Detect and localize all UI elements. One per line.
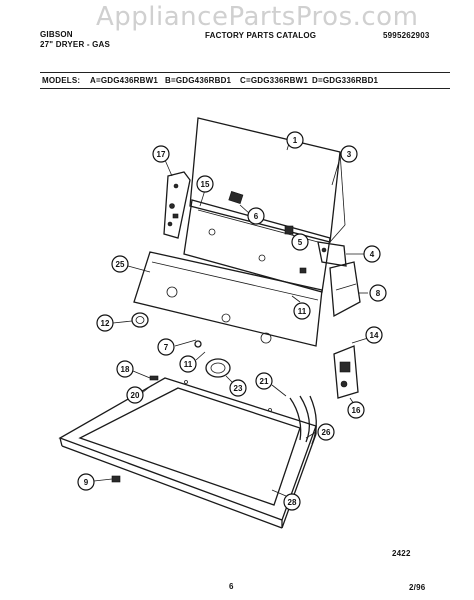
- svg-text:1: 1: [293, 136, 298, 145]
- model-c: C=GDG336RBW1: [240, 76, 308, 85]
- svg-text:8: 8: [376, 289, 381, 298]
- model-a: A=GDG436RBW1: [90, 76, 158, 85]
- callout-11-upper: 11: [293, 302, 311, 320]
- models-bottom-rule: [40, 88, 450, 89]
- screw-part: [93, 475, 121, 483]
- timer-part: [317, 241, 364, 267]
- svg-text:23: 23: [234, 384, 243, 393]
- svg-text:28: 28: [288, 498, 297, 507]
- svg-text:7: 7: [164, 343, 169, 352]
- svg-text:6: 6: [254, 212, 259, 221]
- svg-text:4: 4: [370, 250, 375, 259]
- callout-3: 3: [340, 145, 358, 163]
- callout-11-lower: 11: [179, 355, 197, 373]
- document-number: 5995262903: [383, 31, 430, 40]
- model-b: B=GDG436RBD1: [165, 76, 232, 85]
- callout-20: 20: [126, 386, 144, 404]
- svg-text:3: 3: [347, 150, 352, 159]
- svg-text:14: 14: [370, 331, 379, 340]
- knob-part: [112, 312, 149, 328]
- models-label: MODELS:: [42, 76, 81, 85]
- callout-9: 9: [77, 473, 95, 491]
- gas-valve-part: [333, 337, 369, 405]
- callout-26: 26: [317, 423, 335, 441]
- callout-7: 7: [157, 338, 175, 356]
- callout-14: 14: [365, 326, 383, 344]
- figure-number: 2422: [392, 549, 411, 558]
- svg-text:11: 11: [184, 360, 193, 369]
- top-panel-part: [58, 377, 317, 529]
- brand-name: GIBSON: [40, 30, 73, 39]
- back-panel-part: [189, 117, 346, 243]
- left-bracket-part: [163, 159, 191, 239]
- svg-text:18: 18: [121, 365, 130, 374]
- callout-4: 4: [363, 245, 381, 263]
- watermark: AppliancePartsPros.com: [96, 2, 419, 32]
- svg-text:9: 9: [84, 478, 89, 487]
- svg-text:11: 11: [298, 307, 307, 316]
- page-number: 6: [229, 582, 234, 591]
- callout-17: 17: [152, 145, 170, 163]
- svg-text:16: 16: [352, 406, 361, 415]
- callout-12: 12: [96, 314, 114, 332]
- callout-21: 21: [255, 372, 273, 390]
- svg-text:17: 17: [157, 150, 166, 159]
- callout-1: 1: [286, 131, 304, 149]
- model-d: D=GDG336RBD1: [312, 76, 379, 85]
- models-top-rule: [40, 72, 450, 73]
- callout-25: 25: [111, 255, 129, 273]
- svg-text:15: 15: [201, 180, 210, 189]
- callout-5: 5: [291, 233, 309, 251]
- catalog-title: FACTORY PARTS CATALOG: [205, 31, 317, 40]
- product-name: 27" DRYER - GAS: [40, 40, 111, 49]
- filter-cap-part: [205, 358, 233, 383]
- svg-text:12: 12: [101, 319, 110, 328]
- callout-16: 16: [347, 401, 365, 419]
- callout-18: 18: [116, 360, 134, 378]
- svg-text:26: 26: [322, 428, 331, 437]
- svg-text:25: 25: [116, 260, 125, 269]
- callout-23: 23: [229, 379, 247, 397]
- switch-part: [228, 190, 251, 215]
- right-end-cap-part: [329, 261, 368, 318]
- catalog-date: 2/96: [409, 583, 426, 592]
- svg-text:20: 20: [131, 391, 140, 400]
- svg-text:21: 21: [260, 377, 269, 386]
- control-panel-front-part: [127, 251, 323, 347]
- callout-8: 8: [369, 284, 387, 302]
- callout-28: 28: [283, 493, 301, 511]
- callout-15: 15: [196, 175, 214, 193]
- callout-6: 6: [247, 207, 265, 225]
- svg-text:5: 5: [298, 238, 303, 247]
